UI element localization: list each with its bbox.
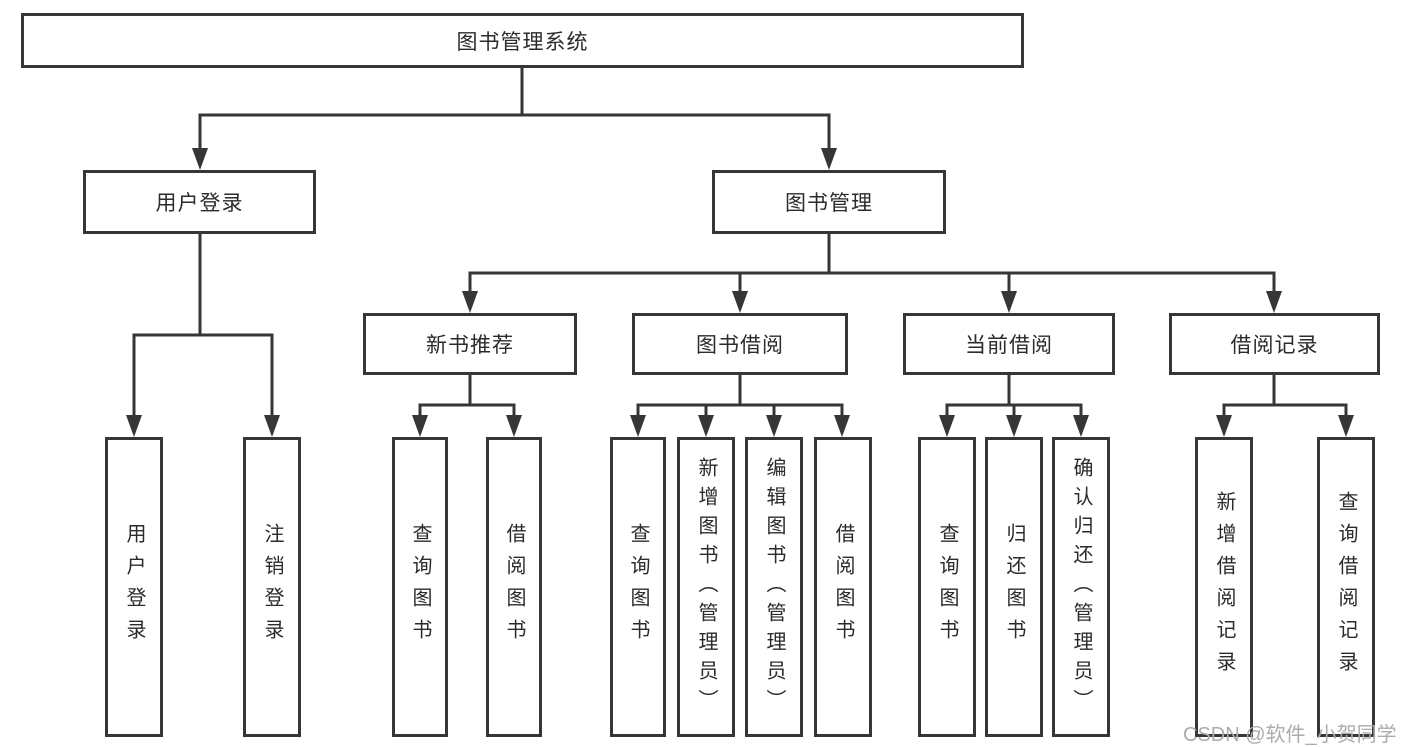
leaf-query-book-current: 查询图书 bbox=[918, 437, 976, 737]
leaf-query-book-recommend: 查询图书 bbox=[392, 437, 448, 737]
leaf-confirm-return-admin: 确认归还（管理员） bbox=[1052, 437, 1110, 737]
node-current-borrow: 当前借阅 bbox=[903, 313, 1115, 375]
leaf-add-borrow-record: 新增借阅记录 bbox=[1195, 437, 1253, 737]
edge-new-book-recommend-children bbox=[412, 375, 522, 437]
leaf-query-book-borrow: 查询图书 bbox=[610, 437, 666, 737]
edge-borrow-record-children bbox=[1216, 375, 1354, 437]
node-user-login: 用户登录 bbox=[83, 170, 316, 234]
edge-book-management-children bbox=[462, 234, 1282, 313]
node-book-borrow: 图书借阅 bbox=[632, 313, 848, 375]
leaf-logout: 注销登录 bbox=[243, 437, 301, 737]
leaf-query-borrow-record: 查询借阅记录 bbox=[1317, 437, 1375, 737]
leaf-edit-book-admin: 编辑图书（管理员） bbox=[745, 437, 803, 737]
node-new-book-recommend: 新书推荐 bbox=[363, 313, 577, 375]
leaf-borrow-book: 借阅图书 bbox=[814, 437, 872, 737]
leaf-borrow-book-recommend: 借阅图书 bbox=[486, 437, 542, 737]
node-book-management: 图书管理 bbox=[712, 170, 946, 234]
leaf-add-book-admin: 新增图书（管理员） bbox=[677, 437, 735, 737]
edge-user-login-children bbox=[126, 234, 280, 437]
edge-book-borrow-children bbox=[630, 375, 850, 437]
edge-root-to-level2 bbox=[192, 68, 837, 170]
leaf-user-login: 用户登录 bbox=[105, 437, 163, 737]
csdn-watermark: CSDN @软件_小贺同学 bbox=[1183, 724, 1397, 746]
leaf-return-book: 归还图书 bbox=[985, 437, 1043, 737]
node-root-system: 图书管理系统 bbox=[21, 13, 1024, 68]
edge-current-borrow-children bbox=[939, 375, 1089, 437]
node-borrow-record: 借阅记录 bbox=[1169, 313, 1380, 375]
